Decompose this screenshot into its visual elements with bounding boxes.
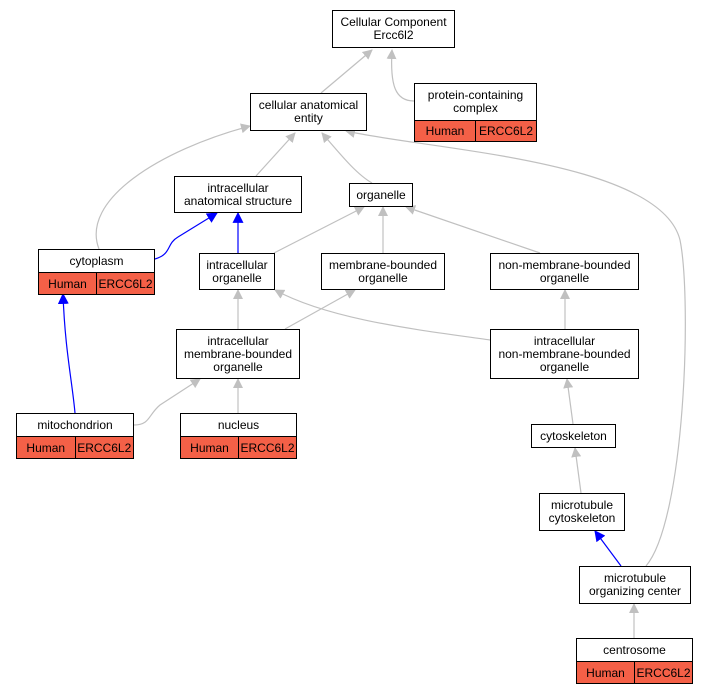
node-label: microtubule organizing center (588, 571, 682, 598)
edge-mtoc-to-cae (345, 128, 686, 567)
edge-cytoplasm-to-cae (95, 123, 251, 250)
annotation-row: Human ERCC6L2 (414, 120, 537, 142)
node-label: nucleus (217, 417, 260, 432)
node-label: cellular anatomical entity (258, 98, 359, 125)
node-membrane-bounded-organelle[interactable]: membrane-bounded organelle (321, 253, 445, 290)
node-label: cytoplasm (69, 253, 124, 268)
node-non-membrane-bounded-organelle[interactable]: non-membrane-bounded organelle (490, 253, 639, 290)
species-cell: Human (38, 273, 96, 295)
node-mitochondrion[interactable]: mitochondrion Human ERCC6L2 (16, 413, 134, 459)
gene-cell: ERCC6L2 (238, 437, 297, 459)
edge-nmbo-to-organelle (405, 205, 541, 254)
edge-pcc-to-root (386, 49, 415, 102)
edge-io-to-organelle (273, 206, 365, 254)
node-label: intracellular organelle (206, 257, 268, 285)
node-label: organelle (356, 187, 406, 202)
node-cytoplasm[interactable]: cytoplasm Human ERCC6L2 (38, 249, 155, 295)
node-cytoskeleton[interactable]: cytoskeleton (531, 424, 616, 448)
edge-cytoplasm-to-ias (154, 212, 218, 260)
node-label: non-membrane-bounded organelle (498, 257, 631, 285)
edge-ias-to-cae (255, 132, 296, 177)
node-label: intracellular anatomical structure (183, 180, 293, 208)
species-cell: Human (16, 437, 75, 459)
edge-organelle-to-cae (321, 132, 373, 184)
edge-mito-to-cytoplasm (57, 292, 76, 414)
node-label: mitochondrion (37, 417, 113, 432)
node-microtubule-organizing-center[interactable]: microtubule organizing center (579, 566, 691, 604)
annotation-row: Human ERCC6L2 (576, 661, 693, 684)
annotation-row: Human ERCC6L2 (38, 272, 155, 295)
node-microtubule-cytoskeleton[interactable]: microtubule cytoskeleton (539, 493, 625, 531)
gene-cell: ERCC6L2 (475, 121, 537, 142)
species-cell: Human (414, 121, 475, 142)
edge-cae-to-root (320, 49, 373, 94)
gene-cell: ERCC6L2 (96, 273, 155, 295)
node-intracellular-anatomical-structure[interactable]: intracellular anatomical structure (174, 176, 302, 213)
edge-cytoskeleton-to-inmbo (563, 378, 574, 425)
node-label: membrane-bounded organelle (328, 257, 438, 285)
annotation-row: Human ERCC6L2 (180, 436, 297, 459)
node-label: protein-containing complex (427, 88, 524, 115)
node-label: microtubule cytoskeleton (548, 498, 616, 525)
edge-mtcytoskeleton-to-cytoskeleton (571, 447, 582, 494)
node-protein-containing-complex[interactable]: protein-containing complex Human ERCC6L2 (414, 83, 537, 142)
species-cell: Human (576, 662, 634, 684)
node-label: centrosome (603, 642, 666, 657)
node-intracellular-membrane-bounded-organelle[interactable]: intracellular membrane-bounded organelle (176, 329, 300, 379)
node-cellular-component-root[interactable]: Cellular Component Ercc6l2 (332, 10, 455, 48)
edge-imbo-to-mbo (284, 289, 356, 330)
node-nucleus[interactable]: nucleus Human ERCC6L2 (180, 413, 297, 459)
species-cell: Human (180, 437, 238, 459)
edge-mtoc-to-mtcytoskeleton (594, 530, 622, 567)
edge-mito-to-imbo (133, 378, 201, 426)
edge-inmbo-to-io (274, 289, 491, 341)
node-intracellular-organelle[interactable]: intracellular organelle (199, 253, 275, 290)
gene-cell: ERCC6L2 (634, 662, 693, 684)
node-organelle[interactable]: organelle (349, 183, 413, 207)
node-intracellular-non-membrane-bounded-organelle[interactable]: intracellular non-membrane-bounded organ… (490, 329, 639, 379)
node-label: intracellular membrane-bounded organelle (183, 333, 293, 374)
annotation-row: Human ERCC6L2 (16, 436, 134, 459)
gene-cell: ERCC6L2 (74, 437, 134, 459)
node-label: cytoskeleton (540, 428, 607, 443)
node-label: Cellular Component Ercc6l2 (340, 15, 447, 42)
node-centrosome[interactable]: centrosome Human ERCC6L2 (576, 638, 693, 684)
node-cellular-anatomical-entity[interactable]: cellular anatomical entity (250, 93, 367, 131)
node-label: intracellular non-membrane-bounded organ… (498, 333, 631, 374)
